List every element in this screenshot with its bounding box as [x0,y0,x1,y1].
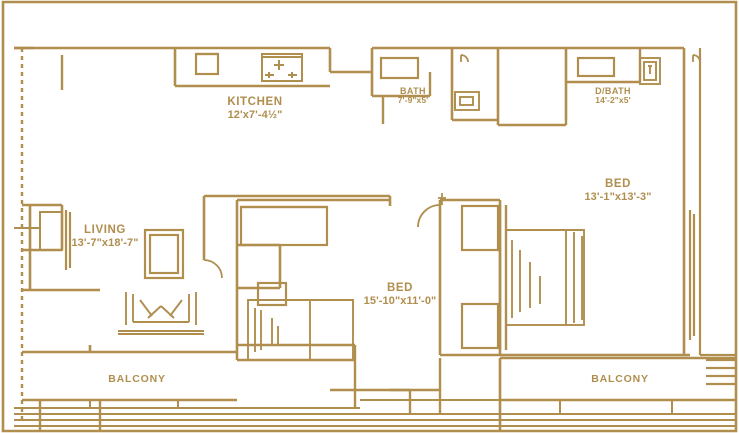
bed-master-window [688,210,696,340]
bed-master-walls [438,198,690,357]
right-edge-detail [698,48,736,386]
room-name-living: LIVING [84,224,126,236]
balcony-left-structure [22,345,237,402]
room-name-balcony-right: BALCONY [591,373,649,385]
room-name-bed-second: BED [386,282,414,294]
bath-door-swing [460,54,469,63]
bath-walls [372,72,432,124]
room-label-balcony-right: BALCONY [591,373,649,386]
bed-master-nightstand-left-icon [460,204,500,252]
room-name-bed-master: BED [604,178,632,190]
room-name-kitchen: KITCHEN [227,96,283,108]
center-partitions [452,118,568,127]
top-exterior-wall [14,46,686,205]
room-label-bath: BATH 7'-9"x5' [398,86,429,106]
balcony-left-railing [14,400,360,427]
bath-wc-icon [454,91,480,111]
bed-second-door-swing [203,259,223,279]
balcony-right-railing [360,399,736,427]
dbath-counter-icon [576,56,616,78]
bed-second-wardrobe [256,281,288,307]
room-dimensions-bath: 7'-9"x5' [397,95,429,106]
bed-master-nightstand-right-icon [460,302,500,350]
bed-master-door-swing [417,193,446,228]
room-name-bath: BATH [400,86,426,96]
living-entry-door [14,211,63,251]
room-label-dbath: D/BATH 14'-2"x5' [595,86,631,106]
kitchen-counter [173,48,330,88]
room-label-bed-master: BED 13'-1"x13'-3" [584,178,651,203]
bath-counter-icon [379,56,420,80]
kitchen-cooktop-icon [261,53,303,82]
balcony-right-structure [498,356,736,431]
living-sofa-icon [118,292,204,335]
room-dimensions-kitchen: 12'x7'-4½" [227,108,283,121]
living-table-icon [143,228,185,280]
kitchen-sink-icon [194,52,220,76]
living-window [64,210,72,270]
bed-master-bed-icon [505,229,585,326]
room-label-living: LIVING 13'-7"x18'-7" [71,224,138,249]
bed-second-bed-icon [247,299,354,361]
bed-second-closet [239,205,329,247]
room-dimensions-dbath: 14'-2"x5' [595,95,631,106]
balcony-left-inner-box [38,400,102,431]
room-label-balcony-left: BALCONY [108,373,166,386]
room-name-balcony-left: BALCONY [108,373,166,385]
room-dimensions-living: 13'-7"x18'-7" [71,236,139,249]
room-name-dbath: D/BATH [595,86,631,96]
bottom-center-structure [237,345,442,414]
room-dimensions-bed-second: 15'-10"x11'-0" [363,294,437,307]
room-label-kitchen: KITCHEN 12'x7'-4½" [227,96,282,121]
room-dimensions-bed-master: 13'-1"x13'-3" [584,190,652,203]
room-label-bed-second: BED 15'-10"x11'-0" [364,282,437,307]
bed-second-walls [202,194,392,360]
dbath-shower-icon [639,57,661,85]
